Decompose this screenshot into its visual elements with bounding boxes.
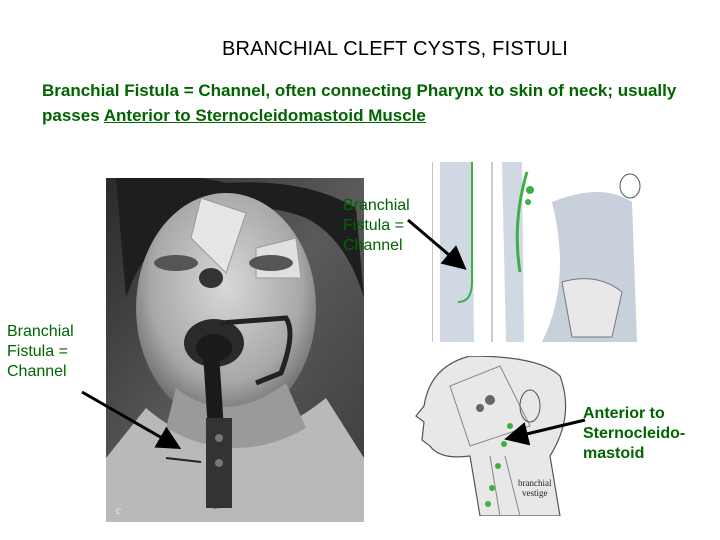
diagram-label-line1: branchial <box>518 478 552 488</box>
label-top-line: Channel <box>343 237 403 254</box>
diagram-label-line2: vestige <box>522 488 548 498</box>
label-right-line: mastoid <box>583 445 645 462</box>
label-left: Branchial Fistula = Channel <box>7 322 74 382</box>
label-left-line: Fistula = <box>7 343 68 360</box>
slide-title: BRANCHIAL CLEFT CYSTS, FISTULI <box>221 38 569 60</box>
pharynx-diagram <box>432 162 644 342</box>
label-top-line: Fistula = <box>343 217 404 234</box>
patient-photo: c <box>106 178 364 522</box>
intro-text-main: Branchial Fistula = Channel, often conne… <box>42 81 677 125</box>
intro-text-underlined: Anterior to Sternocleidomastoid Muscle <box>103 106 426 125</box>
label-right-line: Anterior to <box>583 405 665 422</box>
label-top-line: Branchial <box>343 197 410 214</box>
photo-caption: c <box>116 503 121 517</box>
label-left-line: Branchial <box>7 323 74 340</box>
intro-text: Branchial Fistula = Channel, often conne… <box>42 78 702 128</box>
label-right: Anterior to Sternocleido- mastoid <box>583 404 685 464</box>
label-top: Branchial Fistula = Channel <box>343 196 410 256</box>
label-left-line: Channel <box>7 363 67 380</box>
label-right-line: Sternocleido- <box>583 425 686 442</box>
head-profile-diagram: branchial vestige <box>410 356 580 516</box>
